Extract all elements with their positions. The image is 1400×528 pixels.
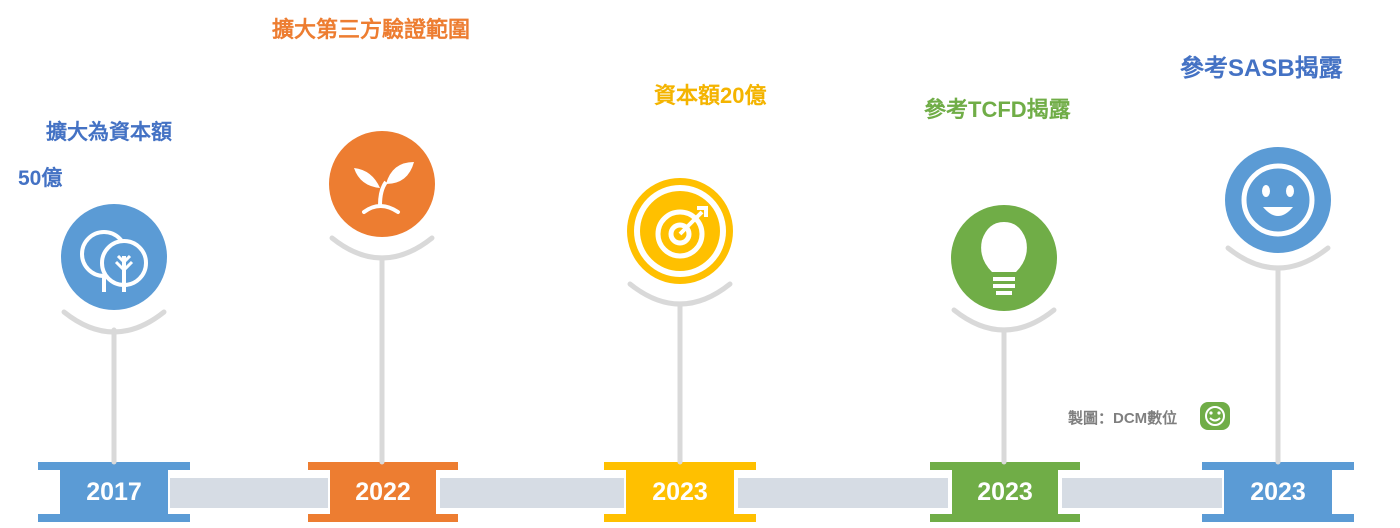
connector-bar — [738, 478, 948, 508]
milestone-label-5: 參考SASB揭露 — [1180, 55, 1343, 82]
milestone-label-1-line2: 50億 — [18, 167, 63, 190]
cup-arc — [951, 307, 1057, 333]
cup-arc — [329, 235, 435, 261]
milestone-label-2: 擴大第三方驗證範圍 — [272, 17, 471, 42]
sprout-icon — [329, 131, 435, 237]
connector-bar — [440, 478, 624, 508]
year-box-2023-a — [604, 462, 756, 522]
year-box-2023-c — [1202, 462, 1354, 522]
year-box-2017 — [38, 462, 190, 522]
milestone-label-1: 擴大為資本額 — [46, 121, 172, 144]
year-label: 2023 — [1250, 477, 1306, 506]
small-smiley-icon — [1200, 402, 1230, 430]
milestone-label-4: 參考TCFD揭露 — [924, 97, 1071, 122]
lightbulb-icon — [951, 205, 1057, 311]
cup-arc — [627, 281, 733, 307]
year-box-2023-c: 2023 — [1224, 466, 1332, 518]
year-label: 2023 — [652, 477, 708, 506]
year-label: 2017 — [86, 477, 142, 506]
connector-bar — [170, 478, 328, 508]
year-label: 2023 — [977, 477, 1033, 506]
cup-arc — [61, 309, 167, 335]
credit-text: 製圖：DCM數位 — [1068, 410, 1178, 427]
target-icon — [627, 178, 733, 284]
year-box-2023-a: 2023 — [626, 466, 734, 518]
connector-bar — [1062, 478, 1222, 508]
year-box-2023-b: 2023 — [952, 466, 1058, 518]
smiley-icon — [1225, 147, 1331, 253]
year-box-2023-b — [930, 462, 1080, 522]
cup-arc — [1225, 245, 1331, 271]
milestone-label-3: 資本額20億 — [654, 83, 767, 108]
year-box-2017: 2017 — [60, 466, 168, 518]
year-box-2022: 2022 — [330, 466, 436, 518]
tree-icon — [61, 204, 167, 310]
year-label: 2022 — [355, 477, 411, 506]
year-box-2022 — [308, 462, 458, 522]
